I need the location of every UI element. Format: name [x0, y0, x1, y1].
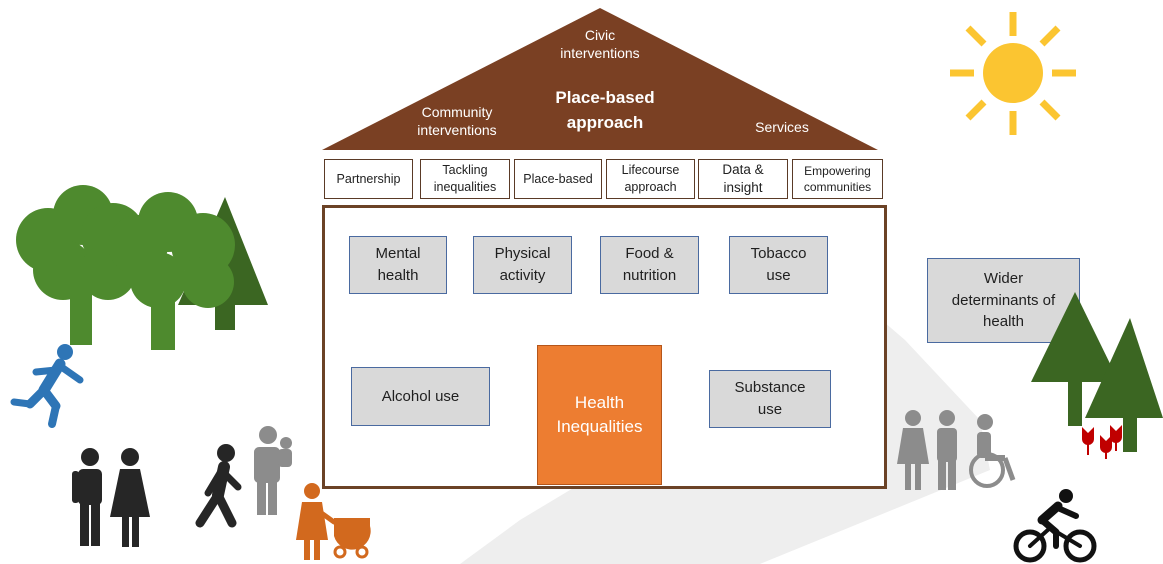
pillar-partnership: Partnership	[324, 159, 413, 199]
couple-icon	[72, 448, 150, 547]
topic-alcohol-use: Alcohol use	[351, 367, 490, 426]
deciduous-trees-icon	[16, 185, 235, 350]
topic-food-nutrition: Food &nutrition	[600, 236, 699, 294]
pillar-data-insight: Data &insight	[698, 159, 788, 199]
group-with-wheelchair-icon	[897, 410, 1016, 490]
sun-icon	[950, 12, 1076, 135]
flowers-icon	[1082, 425, 1122, 459]
cyclist-icon	[1013, 489, 1097, 563]
runner-icon	[10, 344, 84, 428]
roof-title: Place-based approach	[555, 88, 655, 132]
community-interventions-label: Community interventions	[417, 104, 497, 139]
walker-icon	[195, 444, 242, 528]
pine-trees-right-icon	[1031, 292, 1163, 452]
civic-interventions-label: Civic interventions	[560, 27, 640, 62]
roof	[322, 8, 878, 150]
pillar-place-based: Place-based	[514, 159, 602, 199]
services-label: Services	[755, 119, 809, 135]
parent-with-child-icon	[254, 426, 292, 515]
mother-with-pram-icon	[296, 483, 371, 560]
